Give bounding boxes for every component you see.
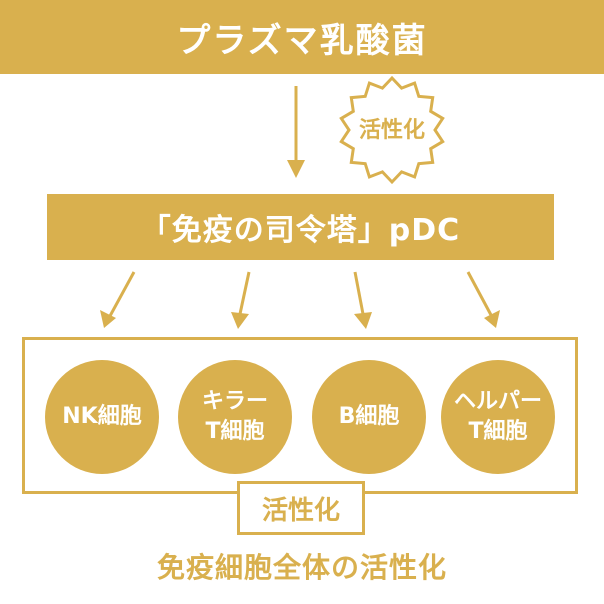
pdc-banner: 「免疫の司令塔」pDC xyxy=(47,194,554,260)
down-arrow-main xyxy=(287,86,305,178)
activation-label-text: 活性化 xyxy=(261,495,340,526)
activation-badge-label: 活性化 xyxy=(358,118,425,143)
arrow-to-helper-t-cell xyxy=(466,271,500,328)
killer-t-cell-circle: キラー T細胞 xyxy=(178,360,292,474)
arrow-to-nk-cell xyxy=(100,271,136,328)
helper-t-cell-circle: ヘルパー T細胞 xyxy=(441,360,555,474)
arrow-to-b-cell xyxy=(353,271,372,329)
pdc-banner-title: 「免疫の司令塔」pDC xyxy=(140,213,461,248)
nk-cell-circle: NK細胞 xyxy=(45,360,159,474)
cell-label-line: B細胞 xyxy=(338,404,400,429)
cell-label-line: T細胞 xyxy=(468,419,528,444)
cell-label-line: ヘルパー xyxy=(453,389,542,414)
bottom-caption: 免疫細胞全体の活性化 xyxy=(156,551,447,584)
b-cell-circle: B細胞 xyxy=(312,360,426,474)
starburst-badge-icon xyxy=(339,75,445,185)
cell-label-line: キラー xyxy=(201,389,268,414)
top-banner-title: プラズマ乳酸菌 xyxy=(176,20,428,61)
top-banner: プラズマ乳酸菌 xyxy=(0,0,604,74)
cell-label-line: NK細胞 xyxy=(62,404,142,429)
cell-label-line: T細胞 xyxy=(205,419,265,444)
activation-label-box: 活性化 xyxy=(237,481,365,535)
arrow-to-killer-t-cell xyxy=(231,271,251,329)
